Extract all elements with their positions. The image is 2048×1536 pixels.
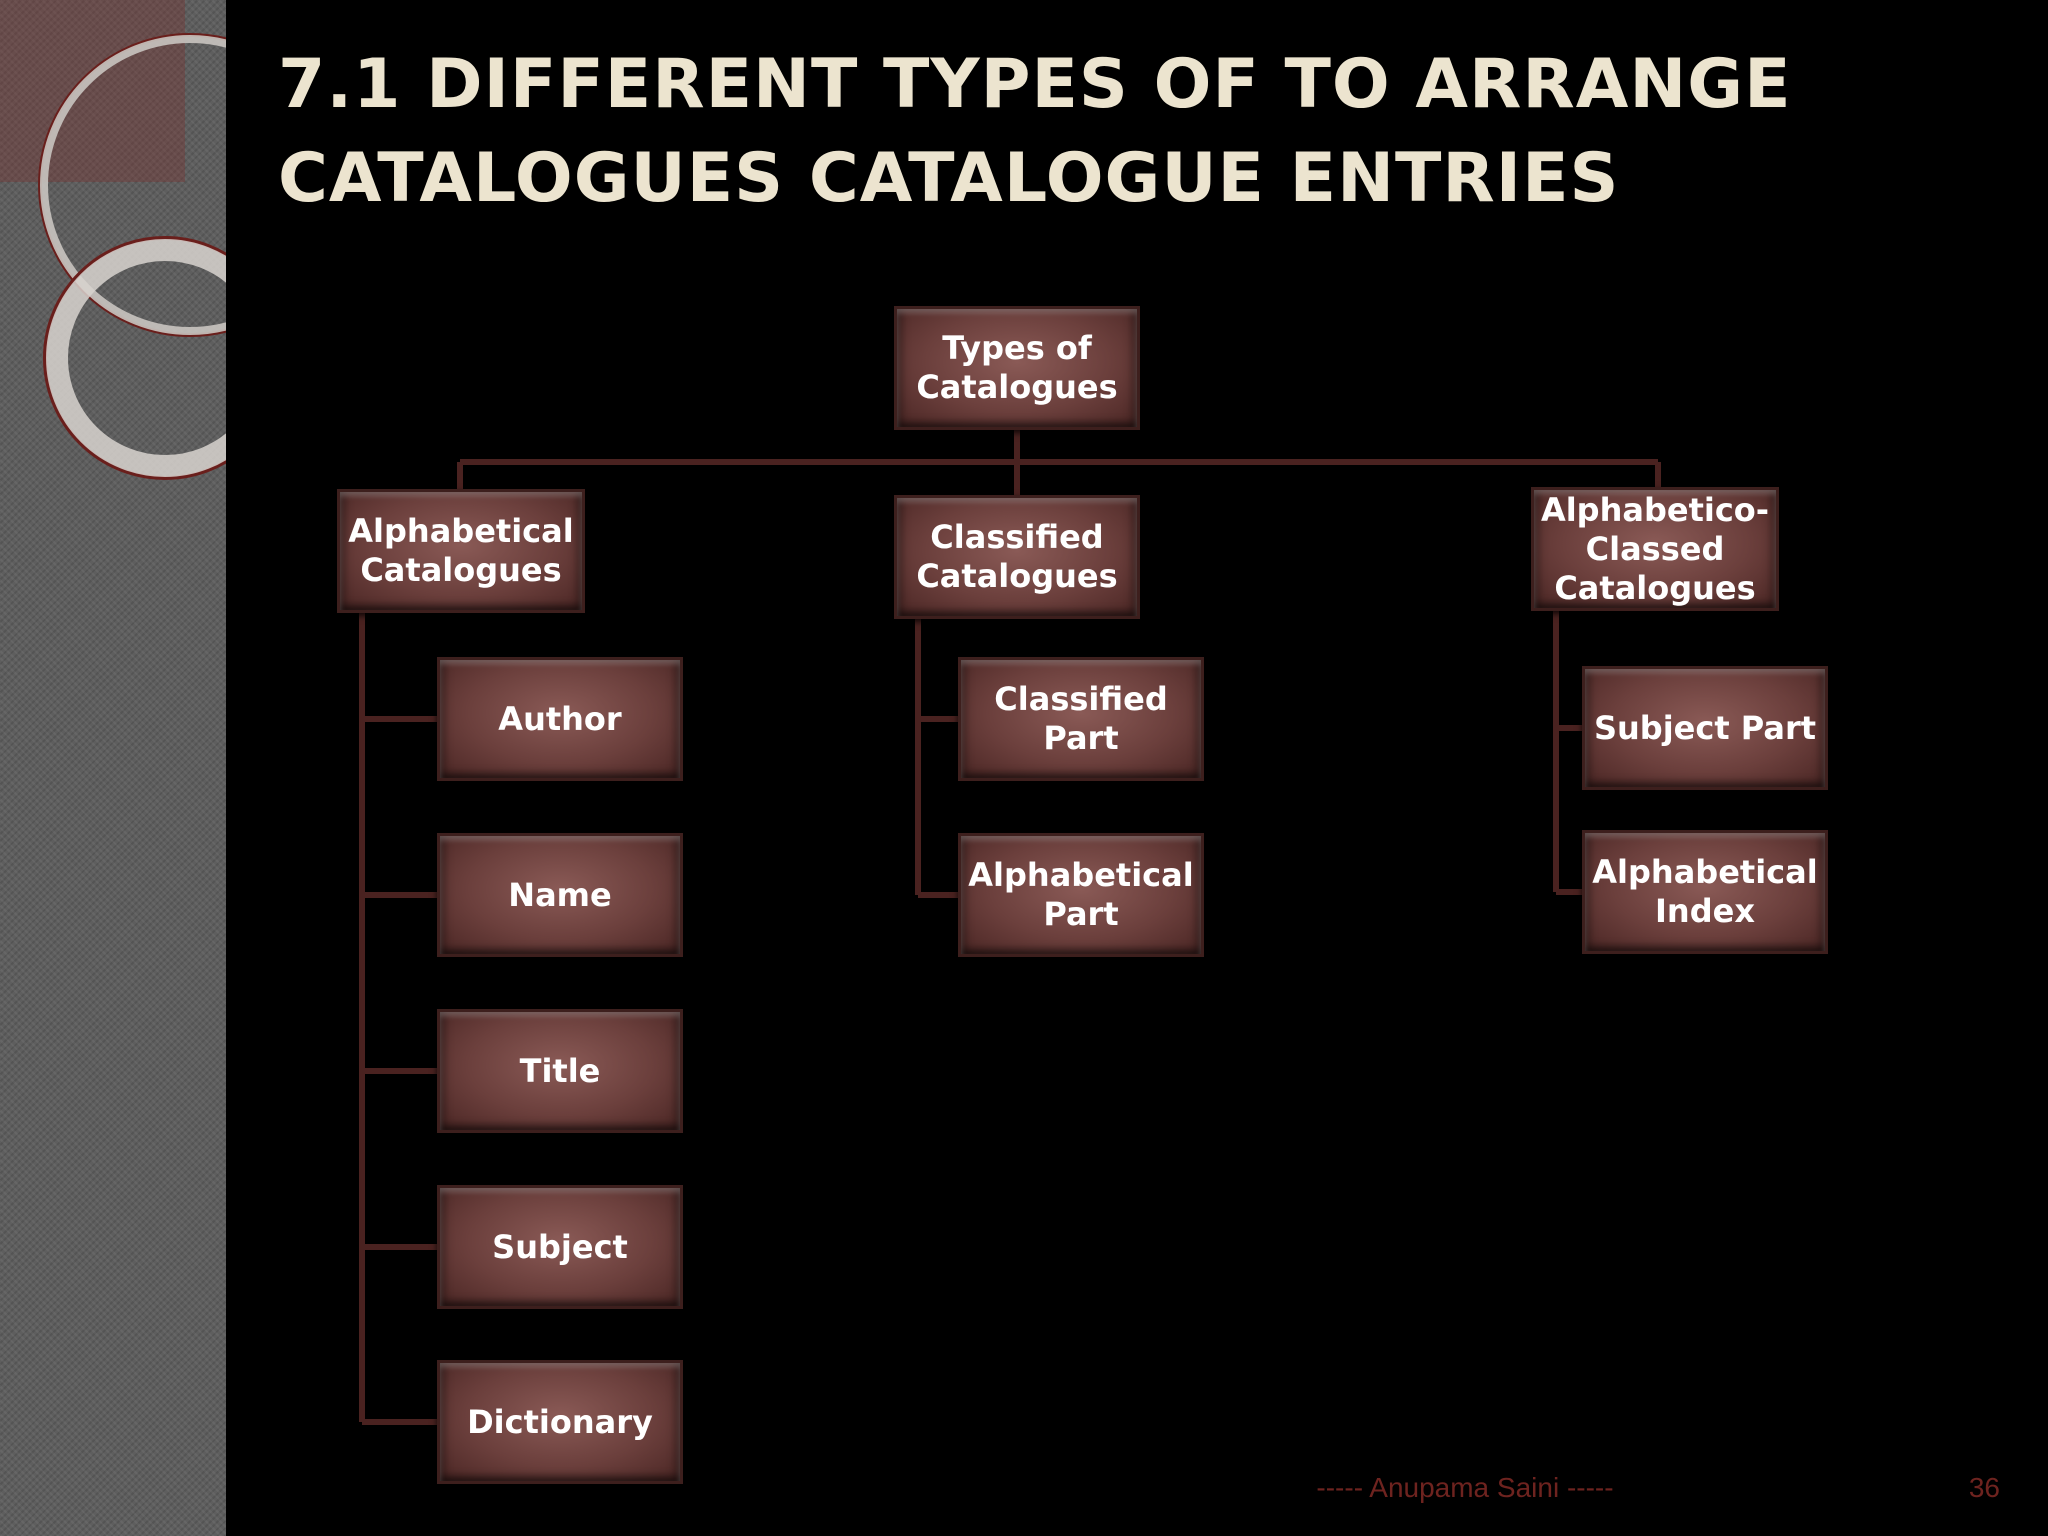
ring-outer [40, 35, 226, 335]
slide-title: 7.1 DIFFERENT TYPES OF TO ARRANGE CATALO… [278, 38, 1998, 226]
ring-inner [46, 239, 226, 477]
node-subject: Subject [437, 1185, 683, 1309]
slide-title-line-2: CATALOGUES CATALOGUE ENTRIES [278, 139, 1620, 218]
decorative-sidebar [0, 0, 226, 1536]
ring-inner-edge [43, 236, 226, 480]
decorative-rings [0, 0, 226, 480]
node-dictionary: Dictionary [437, 1360, 683, 1484]
corner-block [0, 0, 185, 182]
node-title: Title [437, 1009, 683, 1133]
node-name: Name [437, 833, 683, 957]
page-number: 36 [1968, 1472, 2000, 1503]
node-author: Author [437, 657, 683, 781]
footer-author: ----- Anupama Saini ----- [1316, 1472, 1614, 1503]
node-subject-part: Subject Part [1582, 666, 1828, 790]
slide-title-line-1: 7.1 DIFFERENT TYPES OF TO ARRANGE [278, 45, 1792, 124]
